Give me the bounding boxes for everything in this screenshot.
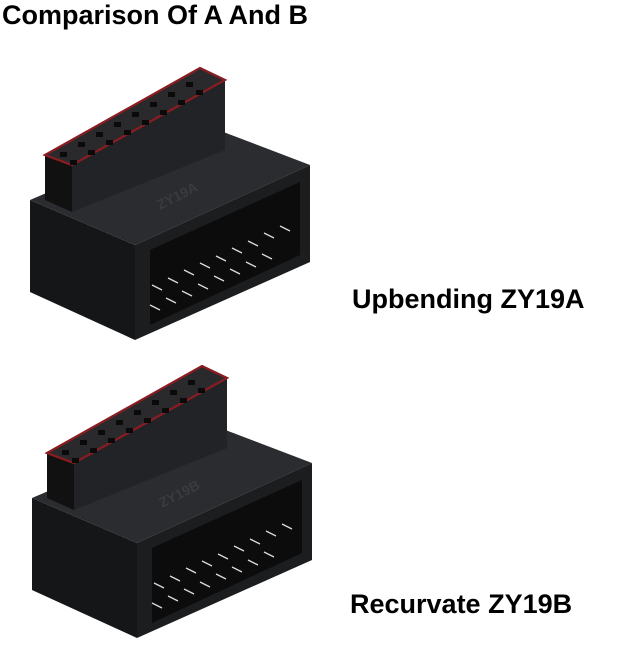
label-upbending: Upbending ZY19A bbox=[352, 284, 585, 314]
connector-b: ZY19B bbox=[30, 364, 314, 640]
connector-a: ZY19A bbox=[28, 66, 312, 342]
page-title: Comparison Of A And B bbox=[2, 0, 308, 30]
label-recurvate: Recurvate ZY19B bbox=[350, 589, 573, 619]
